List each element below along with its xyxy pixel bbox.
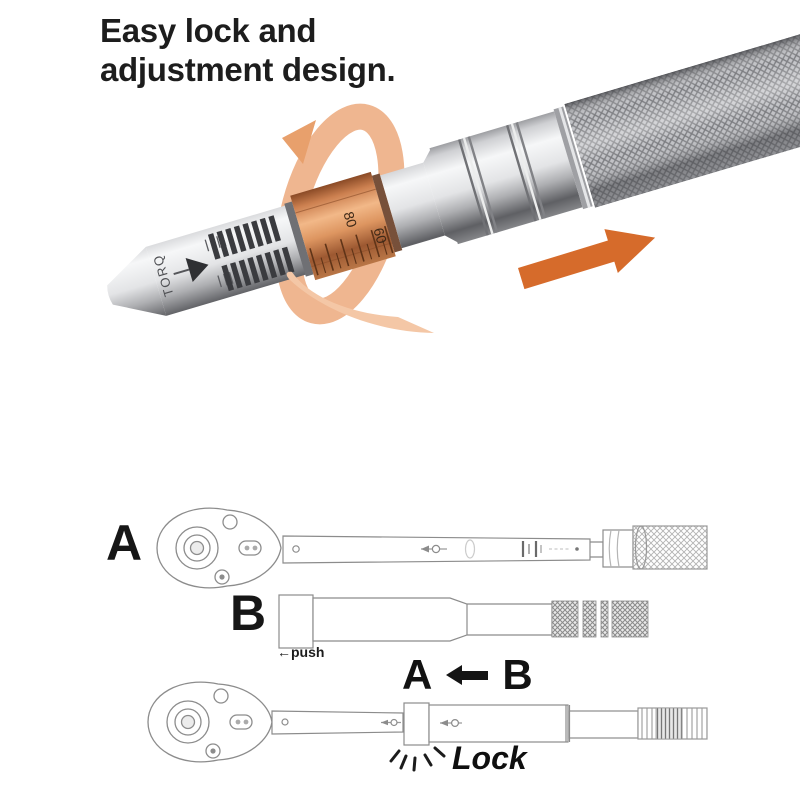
diagram-assembly: [147, 681, 708, 772]
collar-left-ring: [284, 201, 314, 277]
sleeve: [429, 111, 583, 245]
collar-scale-ticks: [309, 225, 394, 276]
relation-label-b: B: [502, 651, 533, 698]
ratchet-head: [147, 681, 273, 763]
lock-block: [403, 702, 430, 746]
collar-right-ring: [371, 173, 403, 253]
beam: [271, 710, 404, 735]
assembly-relation: A B: [402, 650, 533, 700]
headline: Easy lock and adjustment design.: [100, 12, 396, 88]
lock-key-glyph: [381, 718, 401, 727]
lock-block: [278, 594, 314, 649]
collar-guide-lines: [295, 188, 392, 268]
neck: [590, 541, 604, 558]
ratchet-head: [156, 507, 282, 589]
scale-pointer-line: [173, 268, 190, 276]
striped-grip: [637, 707, 708, 740]
adjustment-ridges: [207, 215, 295, 292]
click-burst-icon: [389, 746, 446, 772]
diagram-b-label: B: [230, 585, 267, 641]
knurled-grip: [564, 24, 800, 208]
mid-barrel: [380, 162, 445, 249]
slide-arrow-icon: [518, 229, 656, 290]
rod: [467, 601, 553, 637]
push-label: ←push: [277, 644, 325, 660]
body-tube: [312, 597, 468, 642]
narrow-section: [568, 710, 639, 739]
rotation-arrow-front-band: [286, 271, 434, 333]
grip-collar-rings: [608, 529, 620, 568]
collar-scale-number: 60: [370, 226, 390, 246]
beam-pin: [292, 545, 300, 553]
scale-pointer-icon: [185, 258, 209, 282]
beam-pin: [281, 718, 289, 726]
scale-ticks: [521, 541, 579, 557]
window-outline: [464, 539, 476, 559]
knurled-grip: [632, 525, 708, 570]
rotation-arrowhead-icon: [282, 120, 316, 164]
knurled-segments: [551, 600, 649, 638]
wrench-barrel: [145, 203, 313, 316]
sleeve-grooves: [458, 122, 547, 236]
left-arrow-icon: [446, 664, 489, 685]
collar-scale-number: 80: [341, 210, 361, 230]
diagram-a-label: A: [106, 515, 143, 571]
wrench-photo: TORQ 80 60: [107, 24, 800, 316]
diagram-b: [278, 594, 649, 649]
lock-key-glyph: [440, 718, 462, 727]
lock-label: Lock: [452, 740, 527, 776]
relation-label-a: A: [402, 651, 433, 698]
diagram-a: [156, 507, 708, 589]
lock-key-glyph: [421, 544, 447, 554]
grip-cap-highlight: [558, 107, 591, 208]
handle-tip-cone: [107, 246, 167, 316]
